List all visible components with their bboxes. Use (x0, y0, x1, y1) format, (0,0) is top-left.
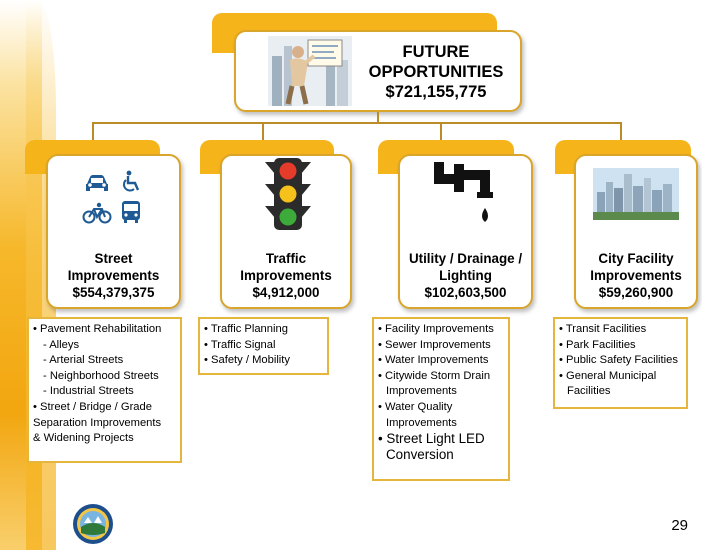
bus-icon (122, 201, 140, 223)
category-box-traffic: Traffic Improvements $4,912,000 (220, 154, 352, 309)
list-item: • Citywide Storm Drain (378, 369, 491, 382)
wheelchair-icon (123, 170, 140, 192)
list-item: • Park Facilities (559, 338, 636, 351)
connector-drop-1 (92, 122, 94, 144)
category-amount: $102,603,500 (424, 285, 507, 300)
list-item: - Industrial Streets (43, 385, 134, 398)
city-skyline-icon (593, 168, 679, 220)
category-list-city: • Transit Facilities • Park Facilities •… (553, 317, 688, 409)
person-with-map-icon (268, 36, 352, 106)
list-item: • Street / Bridge / Grade (33, 400, 152, 413)
list-item: & Widening Projects (33, 432, 134, 445)
list-item: • Water Improvements (378, 354, 489, 367)
connector-horizontal (92, 122, 622, 124)
category-list-street: • Pavement Rehabilitation - Alleys - Art… (27, 317, 182, 463)
page-number: 29 (671, 517, 688, 534)
traffic-light-icon (265, 158, 311, 230)
list-item: • Safety / Mobility (204, 354, 290, 367)
category-amount: $554,379,375 (72, 285, 155, 300)
list-item: • Street Light LED (378, 431, 485, 447)
category-title-line2: Lighting (439, 268, 492, 283)
list-item: Improvements (386, 416, 457, 429)
header-total: $721,155,775 (385, 83, 487, 101)
connector-drop-4 (620, 122, 622, 144)
category-list-utility: • Facility Improvements • Sewer Improvem… (372, 317, 510, 481)
connector-drop-2 (262, 122, 264, 144)
list-item: • Traffic Signal (204, 338, 276, 351)
list-item: Separation Improvements (33, 416, 162, 429)
header-title-line2: OPPORTUNITIES (368, 63, 504, 81)
list-item: • Water Quality (378, 400, 453, 413)
list-item: • Transit Facilities (559, 323, 647, 335)
category-title-line2: Improvements (67, 268, 160, 283)
list-item: - Arterial Streets (43, 354, 124, 367)
pipe-drip-icon (434, 162, 493, 222)
category-title-utility: Utility / Drainage / Lighting $102,603,5… (400, 250, 531, 301)
list-item: Conversion (386, 447, 454, 463)
list-item: Facilities (567, 385, 611, 398)
header-box: FUTURE OPPORTUNITIES $721,155,775 (234, 30, 522, 112)
category-title-street: Street Improvements $554,379,375 (48, 250, 179, 301)
category-box-utility: Utility / Drainage / Lighting $102,603,5… (398, 154, 533, 309)
category-title-city: City Facility Improvements $59,260,900 (576, 250, 696, 301)
list-item: • General Municipal (559, 369, 657, 382)
category-box-city: City Facility Improvements $59,260,900 (574, 154, 698, 309)
category-title-line1: Utility / Drainage / (408, 251, 523, 266)
list-item: - Alleys (43, 338, 80, 351)
category-title-traffic: Traffic Improvements $4,912,000 (222, 250, 350, 301)
city-seal-logo (73, 504, 113, 544)
category-amount: $59,260,900 (598, 285, 674, 300)
list-item: Improvements (386, 385, 457, 398)
category-title-line2: Improvements (590, 268, 682, 283)
category-title-line1: City Facility (598, 251, 674, 266)
category-title-line2: Improvements (240, 268, 332, 283)
category-box-street: Street Improvements $554,379,375 (46, 154, 181, 309)
category-title-line1: Traffic (265, 251, 307, 266)
list-item: • Traffic Planning (204, 323, 288, 335)
bicycle-icon (82, 202, 112, 224)
list-item: • Facility Improvements (378, 323, 494, 335)
car-icon (86, 175, 108, 191)
category-list-traffic: • Traffic Planning • Traffic Signal • Sa… (198, 317, 329, 375)
category-title-line1: Street (94, 251, 133, 266)
connector-vertical-main (377, 112, 379, 122)
list-item: • Sewer Improvements (378, 338, 491, 351)
list-item: - Neighborhood Streets (43, 369, 159, 382)
list-item: • Public Safety Facilities (559, 354, 678, 367)
header-title: FUTURE OPPORTUNITIES $721,155,775 (354, 42, 518, 102)
header-title-line1: FUTURE (402, 43, 470, 61)
category-amount: $4,912,000 (252, 285, 320, 300)
list-item: • Pavement Rehabilitation (33, 323, 162, 335)
connector-drop-3 (440, 122, 442, 144)
